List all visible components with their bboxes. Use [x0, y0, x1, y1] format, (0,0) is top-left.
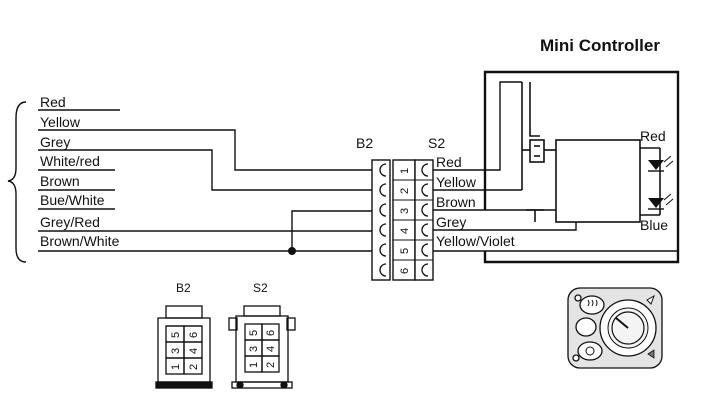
right-wire-label-brown: Brown [436, 194, 476, 210]
s2-face-pin: 3 [248, 346, 260, 352]
pin-number-3: 3 [399, 208, 411, 214]
heat-button [579, 295, 605, 315]
led-red [648, 155, 674, 172]
connector-s2 [392, 159, 434, 281]
right-wire-red [433, 81, 522, 171]
wire-junction-dot [288, 247, 296, 255]
wire-label-brown-white: Brown/White [40, 233, 120, 249]
led-blue [648, 193, 674, 210]
right-wire-label-grey: Grey [436, 214, 466, 230]
diagram-title: Mini Controller [540, 36, 660, 55]
led-label-red: Red [640, 128, 666, 144]
wire-label-grey-red: Grey/Red [40, 214, 100, 230]
fan-button [577, 341, 603, 361]
s2-face-pin: 4 [265, 346, 277, 352]
wire-label-grey: Grey [40, 134, 70, 150]
wire-label-yellow: Yellow [40, 114, 81, 130]
connector-b2-face [155, 305, 213, 389]
wire-grey [38, 149, 375, 191]
controller-module-box [555, 139, 641, 223]
wire-label-brown: Brown [40, 173, 80, 189]
b2-face-pin: 3 [170, 348, 182, 354]
right-wire-label-red: Red [436, 154, 462, 170]
s2-face-label: S2 [253, 281, 268, 295]
s2-face-pin: 1 [248, 362, 260, 368]
wire-label-bue-white: Bue/White [40, 192, 105, 208]
right-wire-label-yellow-violet: Yellow/Violet [436, 233, 515, 249]
s2-face-pin: 5 [248, 330, 260, 336]
connector-b2 [371, 159, 391, 281]
right-wire-grey [433, 222, 577, 231]
s2-face-pin: 6 [265, 330, 277, 336]
left-wires [38, 109, 375, 252]
connector-b2-label: B2 [356, 135, 373, 151]
wire-label-red: Red [40, 94, 66, 110]
control-knob [599, 299, 657, 357]
led-label-blue: Blue [640, 217, 668, 233]
b2-face-pin: 1 [170, 364, 182, 370]
pin-number-2: 2 [399, 188, 411, 194]
controller-circuit [485, 82, 661, 223]
mini-controller-panel [567, 287, 663, 369]
b2-face-label: B2 [176, 281, 191, 295]
s2-face-pin: 2 [265, 362, 277, 368]
controller-enclosure [483, 70, 680, 264]
wire-yellow [38, 129, 375, 171]
b2-face-pin: 5 [170, 332, 182, 338]
right-wires [433, 81, 678, 252]
b2-face-pin: 2 [188, 364, 200, 370]
pin-number-4: 4 [399, 228, 411, 234]
wire-label-white-red: White/red [40, 153, 100, 169]
pin-number-5: 5 [399, 248, 411, 254]
wire-junction-link [291, 210, 375, 251]
pin-number-1: 1 [399, 168, 411, 174]
b2-face-pin: 6 [188, 332, 200, 338]
connector-s2-face [228, 305, 296, 389]
wire-bundle-brace [7, 101, 27, 263]
b2-face-pin: 4 [188, 348, 200, 354]
mode-button [575, 317, 597, 337]
connector-s2-label: S2 [428, 135, 445, 151]
pin-number-6: 6 [399, 268, 411, 274]
right-wire-label-yellow: Yellow [436, 174, 477, 190]
